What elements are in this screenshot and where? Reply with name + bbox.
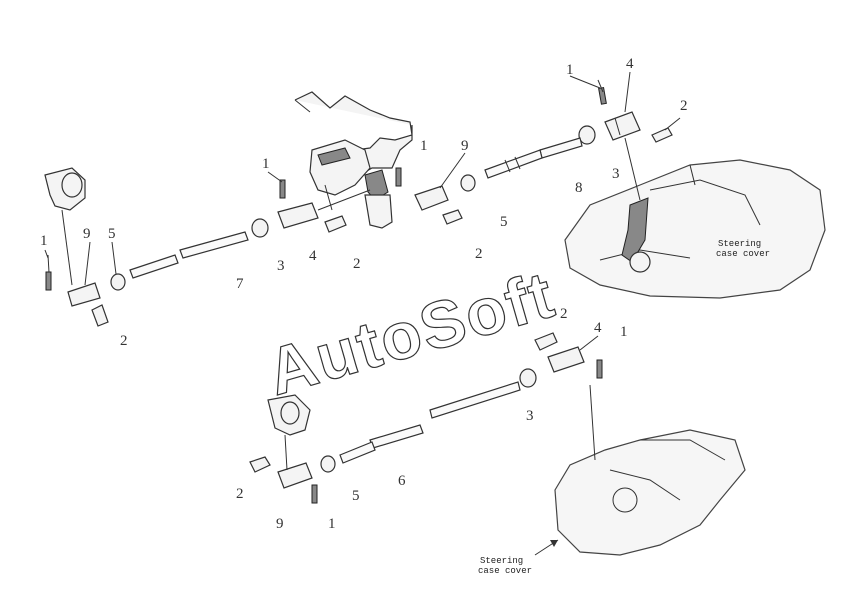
control-bracket	[294, 91, 413, 229]
callout-2: 2	[236, 486, 244, 502]
callout-2: 2	[680, 98, 688, 114]
callout-4: 4	[626, 56, 634, 72]
rod-assembly-upper-right	[395, 79, 681, 225]
callout-1: 1	[566, 62, 574, 78]
callout-9: 9	[461, 138, 469, 154]
callout-3: 3	[526, 408, 534, 424]
callout-6: 6	[398, 473, 406, 489]
arrow-icon	[534, 539, 559, 556]
steering-lever-upper	[621, 137, 651, 273]
steering-case-cover-label-line2: case cover	[716, 249, 770, 259]
callout-3: 3	[277, 258, 285, 274]
callout-8: 8	[575, 180, 583, 196]
callout-9: 9	[276, 516, 284, 532]
callout-1: 1	[262, 156, 270, 172]
callout-1: 1	[620, 324, 628, 340]
rod-assembly-lower	[249, 332, 603, 504]
callout-1: 1	[328, 516, 336, 532]
callout-2: 2	[560, 306, 568, 322]
steering-case-cover-lower	[554, 384, 746, 556]
callout-5: 5	[108, 226, 116, 242]
callout-2: 2	[120, 333, 128, 349]
callout-5: 5	[500, 214, 508, 230]
callout-1: 1	[420, 138, 428, 154]
rod-assembly-upper-left	[44, 167, 371, 327]
callout-9: 9	[83, 226, 91, 242]
steering-case-cover-upper	[564, 159, 826, 299]
callout-5: 5	[352, 488, 360, 504]
callout-4: 4	[309, 248, 317, 264]
callout-4: 4	[594, 320, 602, 336]
callouts: 1 4 2 3 8 1 1 9 5 2 1 9 5 2 7 3 4 2 2 4 …	[40, 56, 688, 532]
callout-3: 3	[612, 166, 620, 182]
leader-lines	[44, 71, 631, 351]
steering-case-cover-label-line2: case cover	[478, 566, 532, 576]
steering-case-cover-label-line1: Steering	[480, 556, 523, 566]
steering-case-cover-label-line1: Steering	[718, 239, 761, 249]
callout-2: 2	[353, 256, 361, 272]
callout-7: 7	[236, 276, 244, 292]
callout-1: 1	[40, 233, 48, 249]
callout-2: 2	[475, 246, 483, 262]
